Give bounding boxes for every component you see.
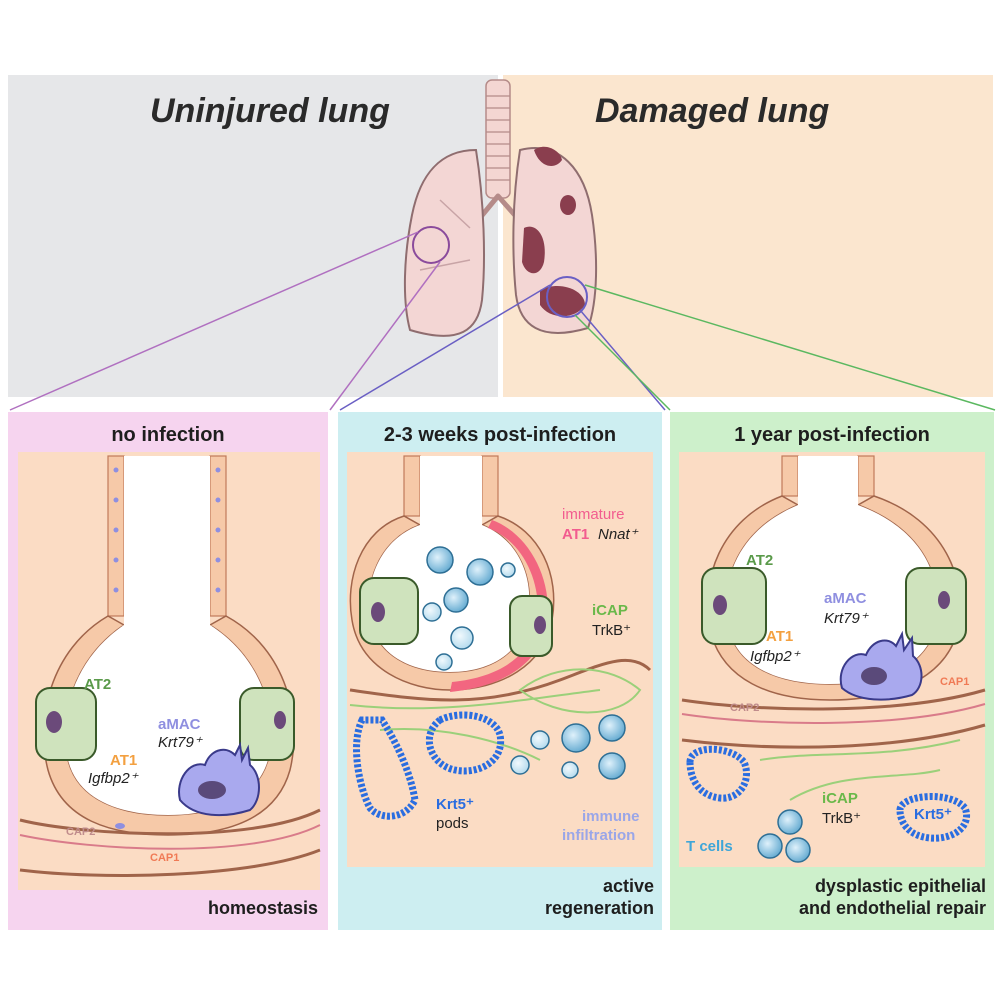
p2-krt5-label: Krt5⁺ bbox=[436, 796, 474, 813]
p3-at2-label: AT2 bbox=[746, 552, 774, 569]
header-uninjured: Uninjured lung bbox=[150, 92, 390, 130]
p2-nnat-label: Nnat⁺ bbox=[598, 526, 638, 543]
p2-trkb-label: TrkB⁺ bbox=[592, 622, 632, 639]
p3-krt79-label: Krt79⁺ bbox=[824, 610, 868, 627]
header-damaged: Damaged lung bbox=[595, 92, 830, 130]
p3-igfbp2-label: Igfbp2⁺ bbox=[750, 648, 800, 665]
zoom-circle-uninjured bbox=[412, 226, 450, 264]
p1-at1-label: AT1 bbox=[110, 752, 138, 769]
p3-at1-label: AT1 bbox=[766, 628, 794, 645]
p1-igfbp2-label: Igfbp2⁺ bbox=[88, 770, 138, 787]
p2-immune-label-2: infiltration bbox=[562, 827, 636, 844]
zoom-circle-damaged bbox=[546, 276, 588, 318]
panel-1-alveolus bbox=[19, 455, 321, 877]
panel-3-footer-line-1: dysplastic epithelial bbox=[814, 876, 986, 896]
p2-at1-label: AT1 bbox=[562, 526, 590, 543]
p3-tcells-label: T cells bbox=[686, 838, 733, 855]
trachea-icon bbox=[467, 79, 531, 233]
panel-3-title: 1 year post-infection bbox=[734, 424, 930, 446]
p2-immature-label: immature bbox=[562, 506, 625, 523]
p1-amac-label: aMAC bbox=[158, 716, 201, 733]
p1-krt79-label: Krt79⁺ bbox=[158, 734, 202, 751]
panel-1-footer: homeostasis bbox=[207, 898, 318, 918]
panel-2-footer-line-2: regeneration bbox=[544, 898, 654, 918]
p3-cap2-label: CAP2 bbox=[730, 702, 760, 714]
p2-icap-label: iCAP bbox=[592, 602, 628, 619]
panel-3-footer-line-2: and endothelial repair bbox=[798, 898, 986, 918]
p1-cap1-label: CAP1 bbox=[150, 852, 180, 864]
p3-icap-label: iCAP bbox=[822, 790, 858, 807]
damaged-lung-icon bbox=[512, 146, 598, 334]
p1-cap2-label: CAP2 bbox=[66, 826, 96, 838]
panel-2-alveolus bbox=[349, 455, 652, 820]
p2-immune-label-1: immune bbox=[582, 808, 640, 825]
panel-1-title: no infection bbox=[111, 424, 225, 446]
panel-2-title: 2-3 weeks post-infection bbox=[383, 424, 617, 446]
connector-lines bbox=[9, 231, 996, 411]
p2-pods-label: pods bbox=[436, 815, 469, 832]
uninjured-lung-icon bbox=[403, 148, 485, 337]
p3-amac-label: aMAC bbox=[824, 590, 867, 607]
panel-3-alveolus bbox=[681, 455, 986, 863]
p3-cap1-label: CAP1 bbox=[940, 676, 970, 688]
p1-at2-label: AT2 bbox=[84, 676, 112, 693]
p3-trkb-label: TrkB⁺ bbox=[822, 810, 862, 827]
panel-2-footer-line-1: active bbox=[602, 876, 654, 896]
p3-krt5-label: Krt5⁺ bbox=[914, 806, 952, 823]
